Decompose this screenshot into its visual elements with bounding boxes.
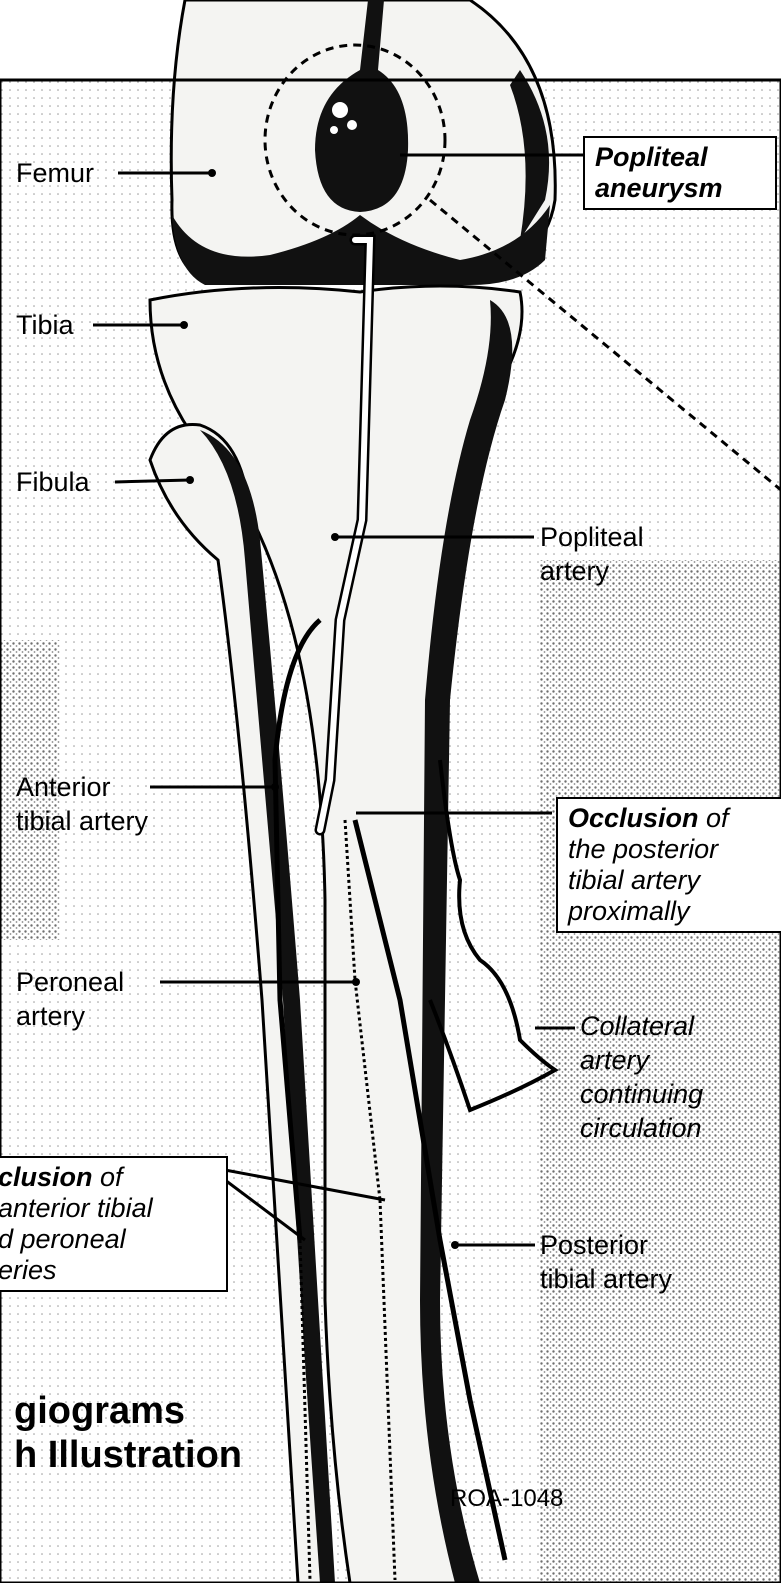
label-posterior-2: tibial artery: [540, 1263, 672, 1295]
right-stipple-panel: [540, 560, 781, 1583]
callout-occlusion-anterior-line4: eries: [0, 1255, 216, 1286]
callout-occlusion-posterior-of: of: [699, 803, 729, 833]
label-popliteal-artery-1: Popliteal: [540, 521, 644, 553]
callout-aneurysm-line2: aneurysm: [595, 173, 765, 204]
callout-occlusion-anterior-of: of: [93, 1162, 123, 1192]
callout-occlusion-anterior: clusion of anterior tibial d peroneal er…: [0, 1156, 228, 1292]
callout-occlusion-posterior-bold: Occlusion: [568, 803, 699, 833]
title-line2: h Illustration: [14, 1434, 242, 1476]
label-tibia: Tibia: [16, 309, 74, 341]
callout-occlusion-anterior-line2: anterior tibial: [0, 1193, 216, 1224]
callout-occlusion-posterior-line1: Occlusion of: [568, 803, 773, 834]
callout-aneurysm-line1: Popliteal: [595, 142, 765, 173]
callout-occlusion-posterior-line3: tibial artery: [568, 865, 773, 896]
label-femur: Femur: [16, 157, 94, 189]
label-collateral-1: Collateral: [580, 1010, 694, 1042]
callout-occlusion-posterior-line4: proximally: [568, 896, 773, 927]
label-peroneal-2: artery: [16, 1000, 85, 1032]
label-fibula: Fibula: [16, 466, 90, 498]
callout-occlusion-anterior-bold: clusion: [0, 1162, 93, 1192]
callout-popliteal-aneurysm: Popliteal aneurysm: [583, 136, 777, 210]
label-posterior-1: Posterior: [540, 1229, 648, 1261]
label-anterior-2: tibial artery: [16, 805, 148, 837]
callout-occlusion-anterior-line3: d peroneal: [0, 1224, 216, 1255]
callout-occlusion-posterior-line2: the posterior: [568, 834, 773, 865]
callout-occlusion-anterior-line1: clusion of: [0, 1162, 216, 1193]
title-line1: giograms: [14, 1390, 185, 1432]
label-collateral-2: artery: [580, 1044, 649, 1076]
label-collateral-4: circulation: [580, 1112, 702, 1144]
label-peroneal-1: Peroneal: [16, 966, 124, 998]
callout-occlusion-posterior: Occlusion of the posterior tibial artery…: [556, 797, 781, 933]
label-collateral-3: continuing: [580, 1078, 703, 1110]
label-popliteal-artery-2: artery: [540, 555, 609, 587]
exhibit-code: ROA-1048: [450, 1485, 563, 1513]
label-anterior-1: Anterior: [16, 771, 111, 803]
